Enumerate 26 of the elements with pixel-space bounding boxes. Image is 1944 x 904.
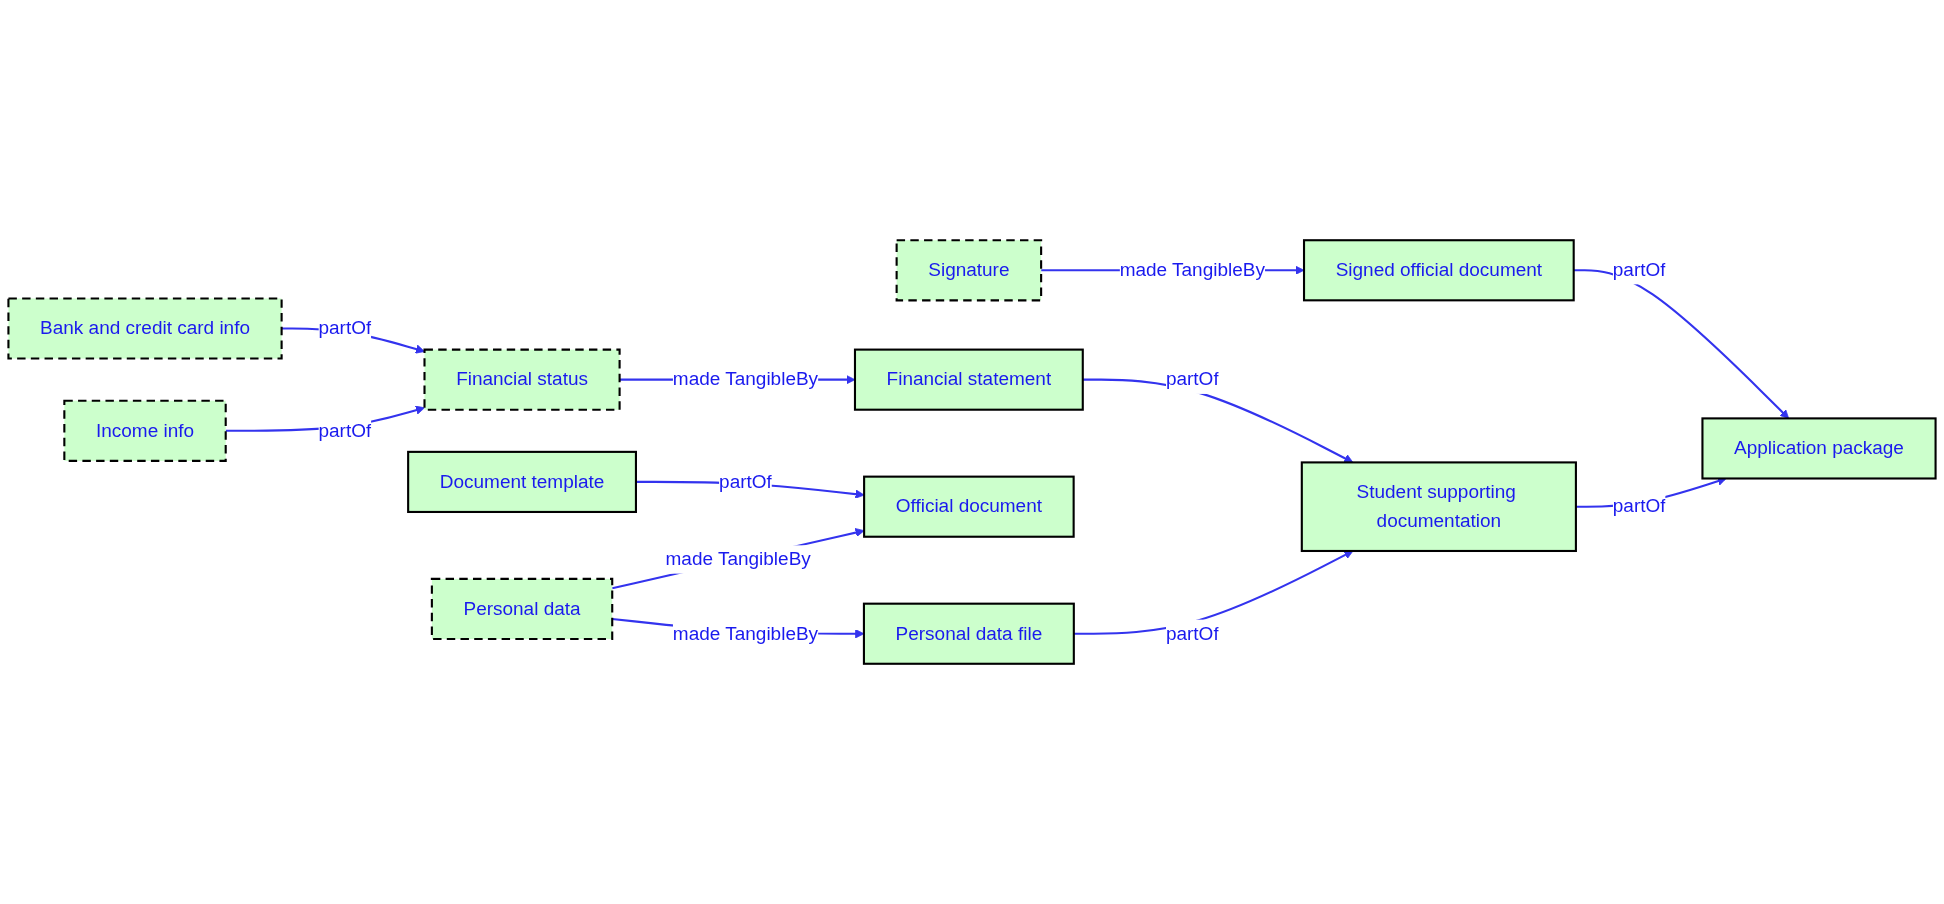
edge-label: made TangibleBy — [672, 622, 819, 644]
node-box: Document template — [407, 450, 637, 513]
edge-label: partOf — [1165, 368, 1219, 390]
node-box: Student supporting documentation — [1300, 461, 1577, 553]
node-box: Personal data file — [862, 602, 1075, 665]
node-box: Signature — [895, 239, 1043, 302]
arrow — [612, 528, 865, 590]
node-box: Bank and credit card info — [7, 297, 283, 360]
edge-label: partOf — [318, 419, 372, 441]
node-box: Official document — [863, 475, 1075, 538]
node-box: Financial status — [423, 348, 621, 411]
edge-label: partOf — [719, 470, 772, 492]
edge-label: partOf — [1612, 495, 1666, 517]
node-box: Financial statement — [853, 348, 1084, 411]
arrow — [1073, 550, 1354, 635]
arrow — [1573, 269, 1790, 419]
edge-label: made TangibleBy — [672, 368, 819, 390]
edge-label: partOf — [1612, 259, 1666, 281]
edge-label: partOf — [1165, 622, 1219, 644]
node-box: Personal data — [430, 577, 614, 641]
node-box: Signed official document — [1302, 239, 1575, 302]
node-box: Income info — [63, 399, 227, 462]
edge-label: made TangibleBy — [665, 548, 811, 570]
edge-label: partOf — [318, 317, 372, 339]
edge-label: made TangibleBy — [1119, 259, 1265, 281]
node-box: Application package — [1701, 417, 1937, 480]
